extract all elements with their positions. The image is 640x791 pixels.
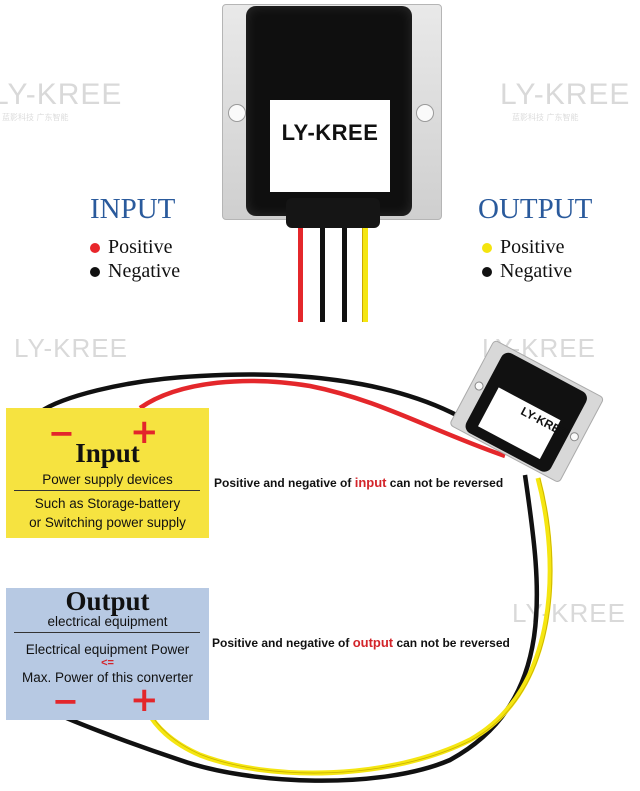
divider [14, 490, 200, 491]
wire-yellow [362, 228, 368, 322]
wire-black [320, 228, 325, 322]
wire-red-input [138, 378, 506, 459]
wire-yellow-output [145, 477, 553, 776]
wire-red [298, 228, 303, 322]
output-line-1: Electrical equipment Power [25, 642, 190, 657]
black-dot-icon [90, 266, 100, 277]
watermark-right-low: LY-KREE [512, 598, 626, 628]
legend-output-positive: Positive [482, 236, 564, 259]
legend-input-positive: Positive [90, 236, 172, 259]
output-title: Output [65, 586, 150, 616]
output-warning: Positive and negative of output can not … [212, 635, 510, 650]
watermark-left-top: LY-KREE [0, 78, 123, 111]
yellow-dot-icon [482, 242, 492, 253]
red-dot-icon [90, 242, 100, 253]
device-brand: LY-KREE [281, 120, 379, 145]
watermark-left-mid: LY-KREE [14, 333, 128, 363]
mounting-hole-right [416, 104, 434, 122]
compare-operator: <= [101, 657, 114, 669]
divider [14, 632, 200, 633]
wire-black-input [38, 372, 507, 450]
watermark-right-top: LY-KREE [500, 78, 631, 111]
input-title: Input [75, 438, 140, 468]
legend-output-negative: Negative [482, 260, 572, 283]
input-subtitle: Power supply devices [42, 472, 173, 487]
cable-boot [286, 198, 380, 228]
minus-icon: − [48, 414, 75, 452]
mounting-hole-left [228, 104, 246, 122]
wire-black-output [58, 474, 540, 783]
input-line-2: or Switching power supply [29, 515, 186, 530]
plus-icon: + [130, 680, 159, 720]
input-line-1: Such as Storage-battery [34, 496, 181, 511]
input-box: − + Input Power supply devices Such as S… [6, 408, 209, 538]
output-line-2: Max. Power of this converter [21, 670, 194, 685]
watermark-sub: 蓝影科技 广东智能 [512, 113, 579, 122]
watermark-sub: 蓝影科技 广东智能 [2, 113, 69, 122]
plus-icon: + [130, 412, 159, 452]
minus-icon: − [52, 682, 79, 720]
output-heading: OUTPUT [478, 193, 593, 225]
input-heading: INPUT [90, 193, 176, 225]
output-subtitle: electrical equipment [47, 614, 168, 629]
converter-label: LY-KREE [270, 100, 390, 192]
wire-black [342, 228, 347, 322]
legend-input-negative: Negative [90, 260, 180, 283]
converter-small [450, 340, 604, 482]
input-highlight: input [354, 475, 387, 490]
output-highlight: output [352, 635, 394, 650]
output-box: Output electrical equipment Electrical e… [6, 586, 209, 720]
black-dot-icon [482, 266, 492, 277]
input-warning: Positive and negative of input can not b… [214, 475, 504, 490]
